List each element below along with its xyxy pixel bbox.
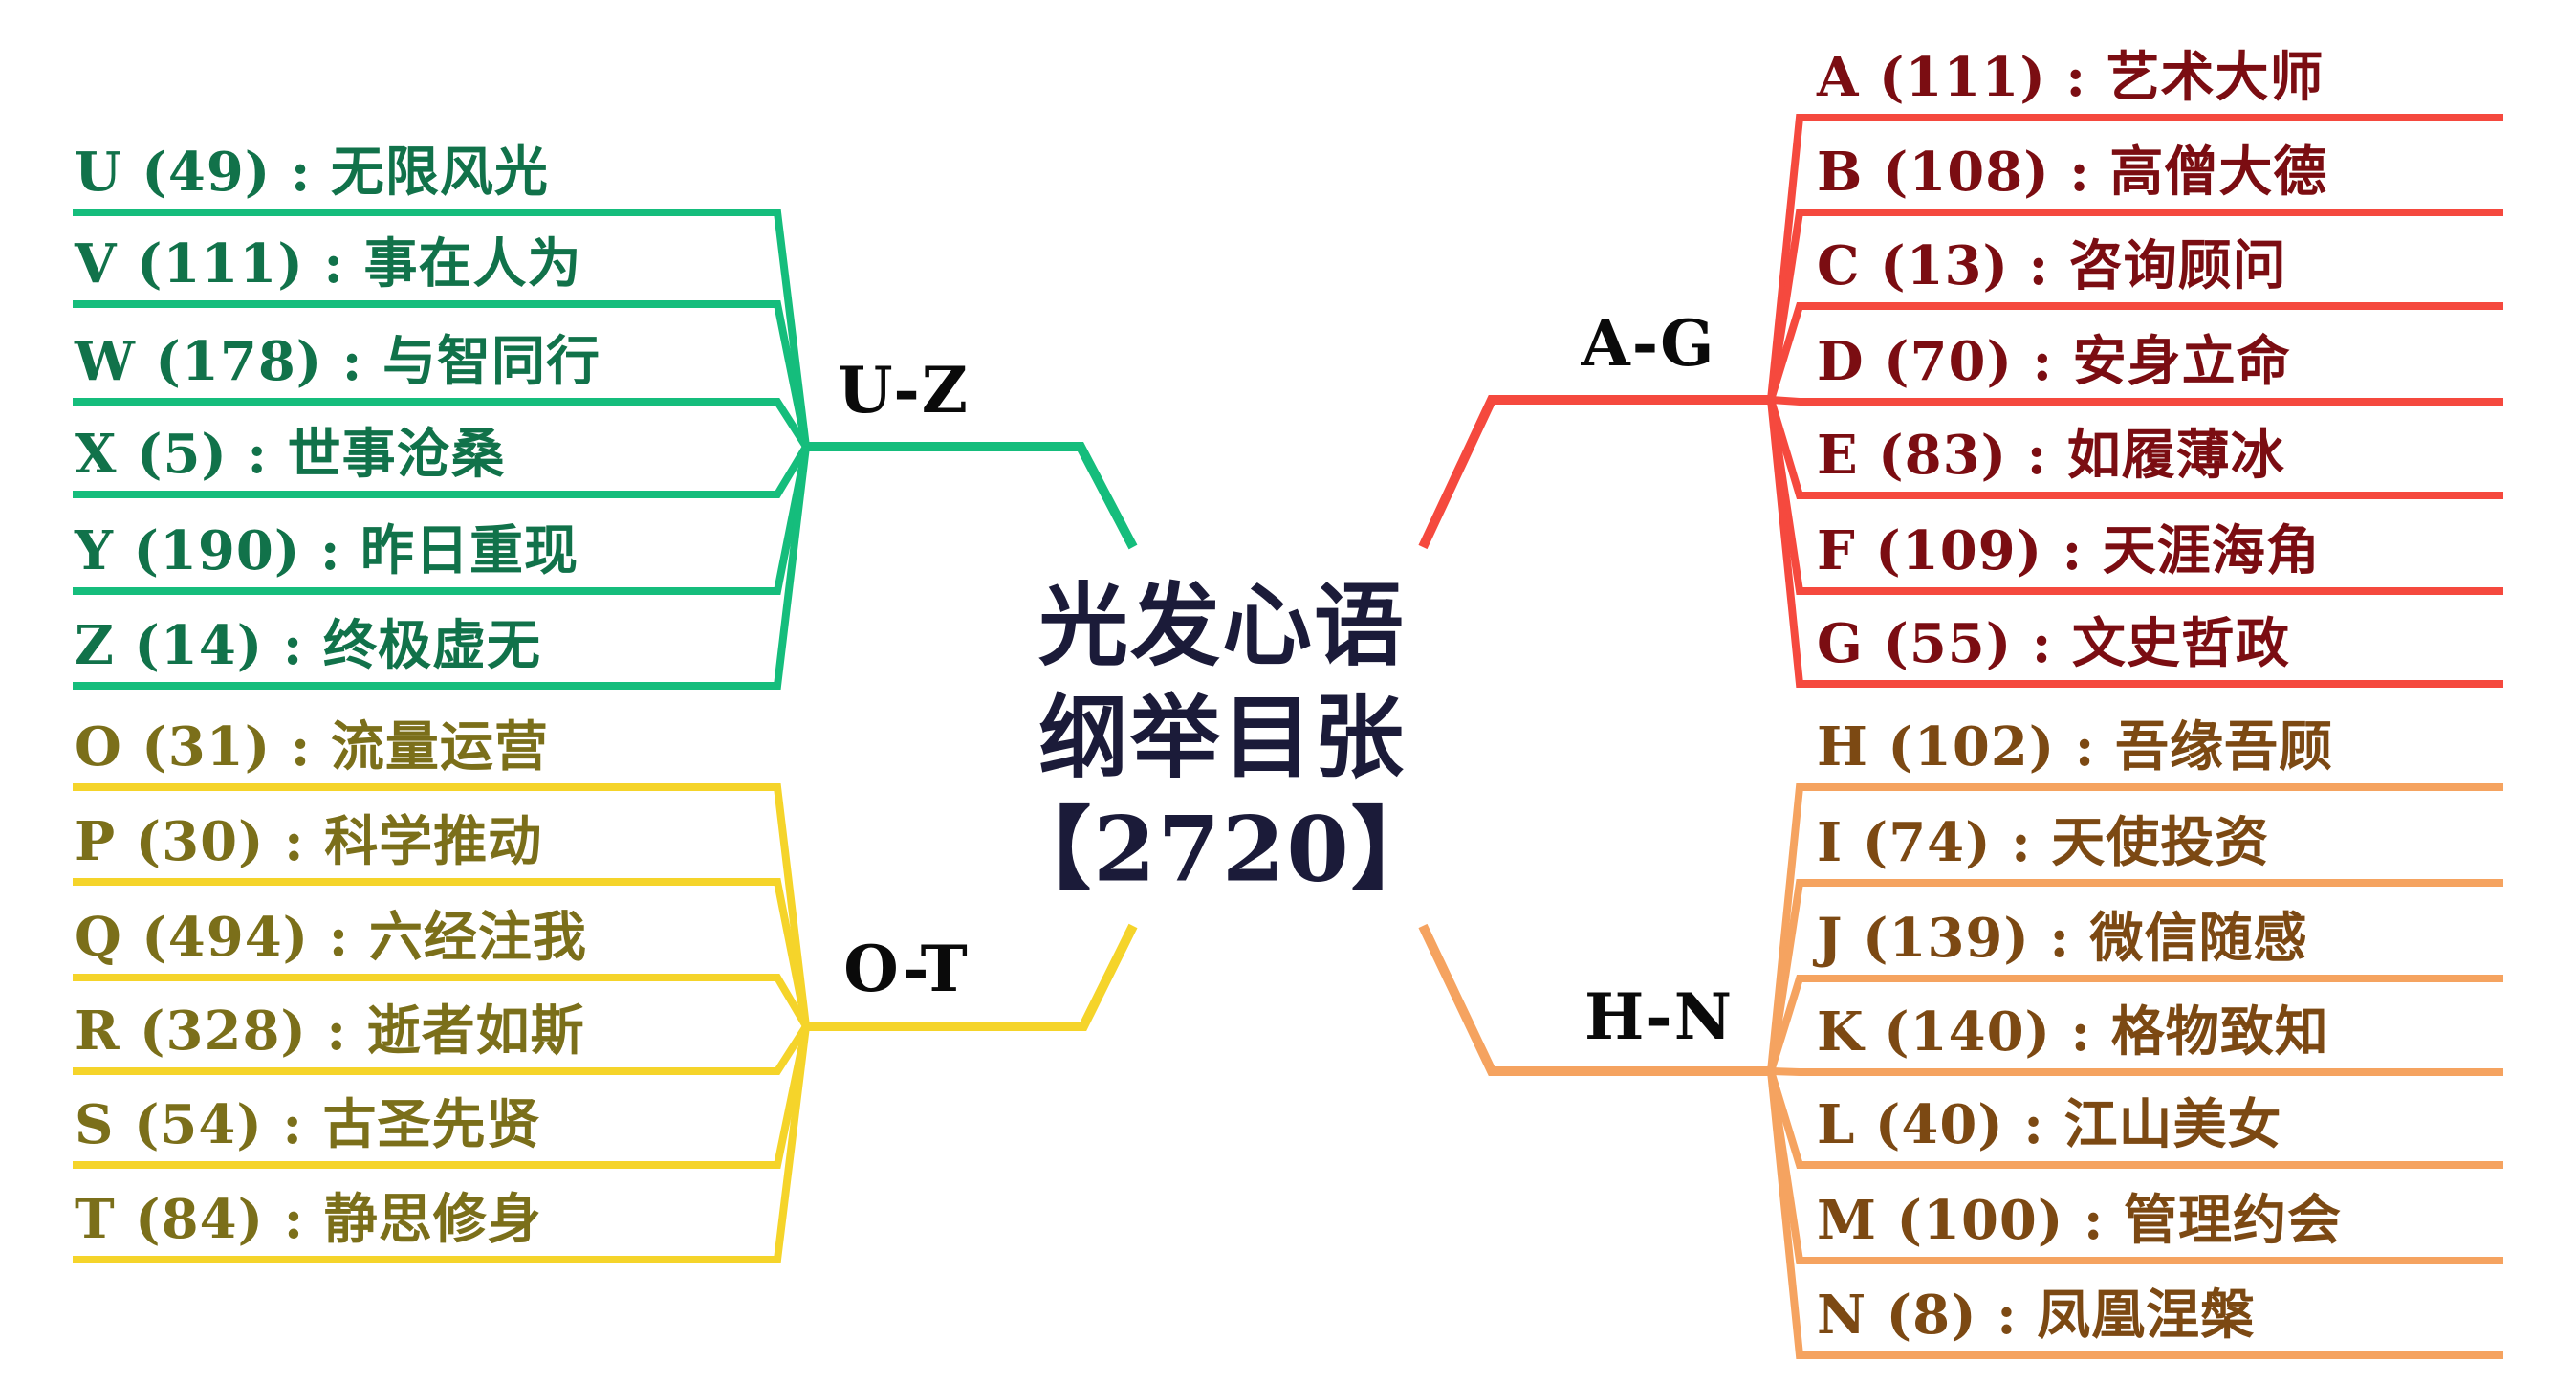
hn-underline-h <box>1767 783 2503 1072</box>
list-item-s[interactable]: S (54) : 古圣先贤 <box>75 1093 541 1156</box>
list-item-d[interactable]: D (70) : 安身立命 <box>1817 330 2291 393</box>
uz-underline-u <box>73 209 810 448</box>
list-item-o[interactable]: O (31) : 流量运营 <box>75 715 549 779</box>
branch-label-uz[interactable]: U-Z <box>838 353 970 428</box>
branch-label-hn[interactable]: H-N <box>1583 979 1735 1054</box>
ot-underline-q <box>73 974 810 1029</box>
ot-spine-line <box>806 923 1138 1031</box>
ot-underline-r <box>73 1023 810 1075</box>
center-topic-line-3: 【2720】 <box>1001 797 1443 903</box>
hn-underline-n <box>1767 1070 2503 1359</box>
list-item-q[interactable]: Q (494) : 六经注我 <box>75 906 587 969</box>
list-item-m[interactable]: M (100) : 管理约会 <box>1817 1189 2343 1252</box>
list-item-v[interactable]: V (111) : 事在人为 <box>75 232 582 296</box>
hn-underline-k <box>1770 1067 2503 1076</box>
center-topic[interactable]: 光发心语 纲举目张 【2720】 <box>1001 571 1443 907</box>
list-item-l[interactable]: L (40) : 江山美女 <box>1817 1093 2282 1156</box>
list-item-z[interactable]: Z (14) : 终极虚无 <box>75 614 541 677</box>
center-topic-line-1: 光发心语 <box>1037 573 1406 679</box>
branch-label-ag[interactable]: A-G <box>1581 306 1716 381</box>
ot-underline-p <box>73 878 810 1027</box>
ag-branch-lines <box>1418 114 2503 688</box>
hn-underline-l <box>1767 1069 2503 1169</box>
list-item-f[interactable]: F (109) : 天涯海角 <box>1817 519 2321 582</box>
list-item-j[interactable]: J (139) : 微信随感 <box>1817 907 2308 970</box>
uz-underline-w <box>73 398 810 450</box>
ag-underline-a <box>1767 114 2503 401</box>
uz-spine-line <box>806 442 1138 550</box>
branch-label-ot[interactable]: O-T <box>843 932 970 1006</box>
ot-branch-lines <box>73 783 1138 1263</box>
hn-spine-line <box>1418 923 1771 1076</box>
center-topic-line-2: 纲举目张 <box>1037 685 1406 791</box>
uz-underline-x <box>73 444 810 498</box>
hn-branch-lines <box>1418 783 2503 1359</box>
uz-branch-lines <box>73 209 1138 690</box>
list-item-r[interactable]: R (328) : 逝者如斯 <box>75 1000 585 1063</box>
ag-underline-d <box>1770 396 2503 406</box>
list-item-n[interactable]: N (8) : 凤凰涅槃 <box>1817 1284 2256 1347</box>
ag-underline-c <box>1767 302 2503 402</box>
list-item-e[interactable]: E (83) : 如履薄冰 <box>1817 424 2285 487</box>
list-item-p[interactable]: P (30) : 科学推动 <box>75 810 543 873</box>
ag-spine-line <box>1418 395 1771 550</box>
ag-underline-b <box>1767 209 2503 401</box>
list-item-i[interactable]: I (74) : 天使投资 <box>1817 811 2270 874</box>
ot-underline-o <box>73 783 810 1027</box>
list-item-k[interactable]: K (140) : 格物致知 <box>1817 1000 2329 1064</box>
list-item-g[interactable]: G (55) : 文史哲政 <box>1817 612 2290 675</box>
list-item-y[interactable]: Y (190) : 昨日重现 <box>75 519 579 582</box>
list-item-b[interactable]: B (108) : 高僧大德 <box>1817 141 2328 204</box>
list-item-c[interactable]: C (13) : 咨询顾问 <box>1817 234 2287 297</box>
ot-underline-s <box>73 1025 810 1169</box>
hn-underline-j <box>1767 975 2503 1073</box>
ag-underline-e <box>1767 398 2503 499</box>
list-item-a[interactable]: A (111) : 艺术大师 <box>1817 46 2325 109</box>
list-item-w[interactable]: W (178) : 与智同行 <box>75 330 600 393</box>
uz-underline-v <box>73 300 810 448</box>
list-item-t[interactable]: T (84) : 静思修身 <box>75 1188 542 1251</box>
list-item-u[interactable]: U (49) : 无限风光 <box>75 141 549 204</box>
hn-underline-i <box>1767 879 2503 1072</box>
ag-underline-g <box>1767 399 2503 688</box>
ot-underline-t <box>73 1025 810 1263</box>
uz-underline-z <box>73 446 810 690</box>
list-item-h[interactable]: H (102) : 吾缘吾顾 <box>1817 715 2333 779</box>
list-item-x[interactable]: X (5) : 世事沧桑 <box>75 423 506 486</box>
